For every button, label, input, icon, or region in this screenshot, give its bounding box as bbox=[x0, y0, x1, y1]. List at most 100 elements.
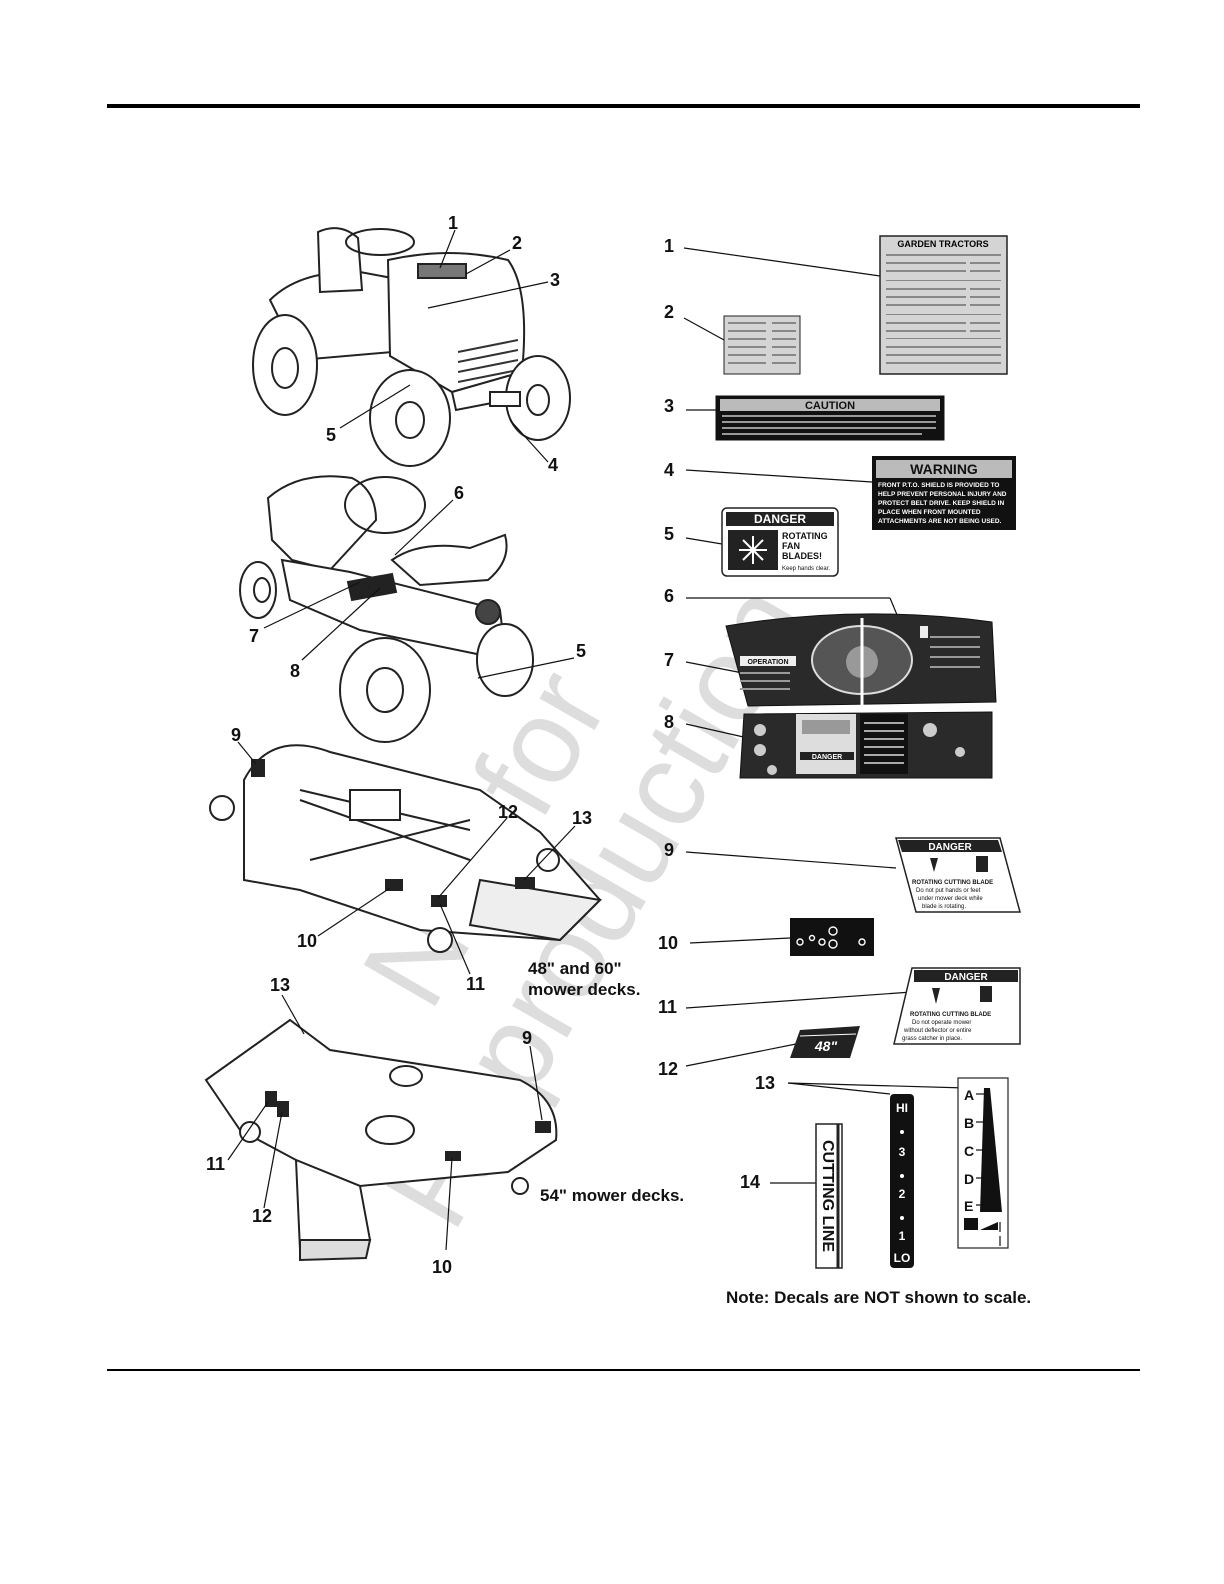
callout-deck54-11: 11 bbox=[206, 1154, 225, 1174]
callout-deck54-13: 13 bbox=[270, 975, 290, 995]
decal-6-7-dash-overlay: OPERATION bbox=[725, 613, 997, 707]
decal-5-line-1: ROTATING bbox=[782, 531, 828, 541]
height-b: B bbox=[964, 1115, 974, 1131]
decal-14-text: CUTTING LINE bbox=[819, 1140, 836, 1252]
decal-8-label: DANGER bbox=[812, 754, 842, 761]
decal-9-danger-blade: DANGER ROTATING CUTTING BLADE Do not put… bbox=[895, 837, 1021, 913]
tractor-rear-illustration bbox=[239, 475, 534, 743]
callout-tractor-1: 1 bbox=[448, 213, 458, 233]
decal-callout-3: 3 bbox=[664, 396, 674, 416]
decal-7-label: OPERATION bbox=[747, 659, 788, 666]
lift-hi: HI bbox=[896, 1101, 908, 1115]
deck-54-caption: 54" mower decks. bbox=[540, 1186, 685, 1205]
callout-tractor-2: 2 bbox=[512, 233, 522, 253]
callout-deck48-9: 9 bbox=[231, 725, 241, 745]
decal-callout-1: 1 bbox=[664, 236, 674, 256]
callout-deck54-10: 10 bbox=[432, 1257, 452, 1277]
decal-10-dots bbox=[790, 918, 874, 956]
decal-9-line-4: blade is rotating. bbox=[922, 904, 966, 910]
decal-4-line-2: HELP PREVENT PERSONAL INJURY AND bbox=[878, 491, 1007, 498]
decal-callout-9: 9 bbox=[664, 840, 674, 860]
decal-3-caution: CAUTION bbox=[715, 395, 945, 441]
callout-tractor-5: 5 bbox=[326, 425, 336, 445]
deck-48-60-caption-line2: mower decks. bbox=[528, 980, 641, 999]
decal-9-header: DANGER bbox=[928, 842, 972, 853]
bottom-rule bbox=[107, 1369, 1140, 1371]
decal-11-line-4: grass catcher in place. bbox=[902, 1036, 962, 1042]
decal-callout-12: 12 bbox=[658, 1059, 678, 1079]
decal-callout-14: 14 bbox=[740, 1172, 760, 1192]
height-c: C bbox=[964, 1143, 974, 1159]
decal-11-line-1: ROTATING CUTTING BLADE bbox=[910, 1012, 991, 1018]
right-leader-lines bbox=[683, 247, 967, 1184]
decal-1-garden-tractors: GARDEN TRACTORS bbox=[879, 235, 1008, 375]
decal-9-line-3: under mower deck while bbox=[918, 896, 983, 902]
decal-5-header: DANGER bbox=[754, 512, 806, 526]
callout-deck54-9: 9 bbox=[522, 1028, 532, 1048]
deck-48-60-illustration bbox=[209, 744, 603, 953]
decal-4-line-1: FRONT P.T.O. SHIELD IS PROVIDED TO bbox=[878, 482, 999, 489]
lift-1: 1 bbox=[899, 1229, 906, 1243]
tractor-front-illustration bbox=[252, 227, 571, 467]
decal-8-fender-panel: DANGER bbox=[739, 711, 993, 779]
decal-callout-4: 4 bbox=[664, 460, 674, 480]
height-a: A bbox=[964, 1087, 974, 1103]
decal-1-title: GARDEN TRACTORS bbox=[897, 239, 988, 249]
left-callouts: 1 2 3 4 5 6 7 8 5 9 12 13 10 11 13 9 11 … bbox=[206, 213, 592, 1277]
decal-14-cutting-line: CUTTING LINE bbox=[815, 1123, 843, 1269]
decal-4-line-4: PLACE WHEN FRONT MOUNTED bbox=[878, 509, 981, 516]
decal-9-line-1: ROTATING CUTTING BLADE bbox=[912, 880, 993, 886]
lift-3: 3 bbox=[899, 1145, 906, 1159]
lift-lo: LO bbox=[894, 1251, 911, 1265]
callout-deck48-13: 13 bbox=[572, 808, 592, 828]
decal-9-line-2: Do not put hands or feet bbox=[916, 888, 981, 894]
top-rule bbox=[107, 104, 1140, 108]
decal-3-header: CAUTION bbox=[805, 400, 855, 412]
decal-4-line-5: ATTACHMENTS ARE NOT BEING USED. bbox=[878, 518, 1002, 525]
callout-tractor-4: 4 bbox=[548, 455, 558, 475]
callout-deck48-10: 10 bbox=[297, 931, 317, 951]
deck-48-60-caption: 48" and 60" mower decks. bbox=[528, 958, 640, 1000]
decal-11-line-2: Do not operate mower bbox=[912, 1020, 971, 1026]
decal-callout-5: 5 bbox=[664, 524, 674, 544]
decal-11-line-3: without deflector or entire bbox=[903, 1028, 972, 1034]
callout-tractor-rear-5: 5 bbox=[576, 641, 586, 661]
decal-12-text: 48" bbox=[814, 1038, 838, 1054]
decal-5-line-3: BLADES! bbox=[782, 551, 822, 561]
height-e: E bbox=[964, 1198, 973, 1214]
decal-callout-10: 10 bbox=[658, 933, 678, 953]
decal-5-footer: Keep hands clear. bbox=[782, 566, 830, 572]
deck-48-60-caption-line1: 48" and 60" bbox=[528, 959, 622, 978]
deck-54-illustration bbox=[204, 1018, 558, 1262]
scale-note: Note: Decals are NOT shown to scale. bbox=[726, 1288, 1032, 1307]
callout-deck48-11: 11 bbox=[466, 974, 485, 994]
height-d: D bbox=[964, 1171, 974, 1187]
callout-deck54-12: 12 bbox=[252, 1206, 272, 1226]
callout-tractor-6: 6 bbox=[454, 483, 464, 503]
decal-12-size-48: 48" bbox=[790, 1026, 860, 1058]
decal-4-warning: WARNING FRONT P.T.O. SHIELD IS PROVIDED … bbox=[872, 456, 1016, 530]
decal-5-danger-fan: DANGER ROTATING FAN BLADES! Keep hands c… bbox=[721, 507, 839, 577]
decal-13-height-gauge: A B C D E bbox=[957, 1077, 1009, 1249]
decal-5-line-2: FAN bbox=[782, 541, 800, 551]
decal-callout-13: 13 bbox=[755, 1073, 775, 1093]
decal-callout-8: 8 bbox=[664, 712, 674, 732]
callout-deck48-12: 12 bbox=[498, 802, 518, 822]
decal-callout-7: 7 bbox=[664, 650, 674, 670]
decal-11-header: DANGER bbox=[944, 972, 988, 983]
decal-callout-2: 2 bbox=[664, 302, 674, 322]
callout-tractor-7: 7 bbox=[249, 626, 259, 646]
decal-callout-6: 6 bbox=[664, 586, 674, 606]
decal-4-header: WARNING bbox=[910, 461, 978, 477]
decal-11-danger-blade: DANGER ROTATING CUTTING BLADE Do not ope… bbox=[893, 967, 1021, 1045]
right-callouts: 1 2 3 4 5 6 7 8 9 10 11 12 13 14 bbox=[658, 236, 775, 1192]
decal-callout-11: 11 bbox=[658, 997, 677, 1017]
lift-2: 2 bbox=[899, 1187, 906, 1201]
decal-13-lift-strip: HI 3 2 1 LO bbox=[890, 1094, 914, 1268]
decal-2-spec-label bbox=[723, 315, 801, 375]
callout-tractor-8: 8 bbox=[290, 661, 300, 681]
decal-4-line-3: PROTECT BELT DRIVE. KEEP SHIELD IN bbox=[878, 500, 1004, 507]
callout-tractor-3: 3 bbox=[550, 270, 560, 290]
left-leader-lines bbox=[227, 229, 576, 1251]
